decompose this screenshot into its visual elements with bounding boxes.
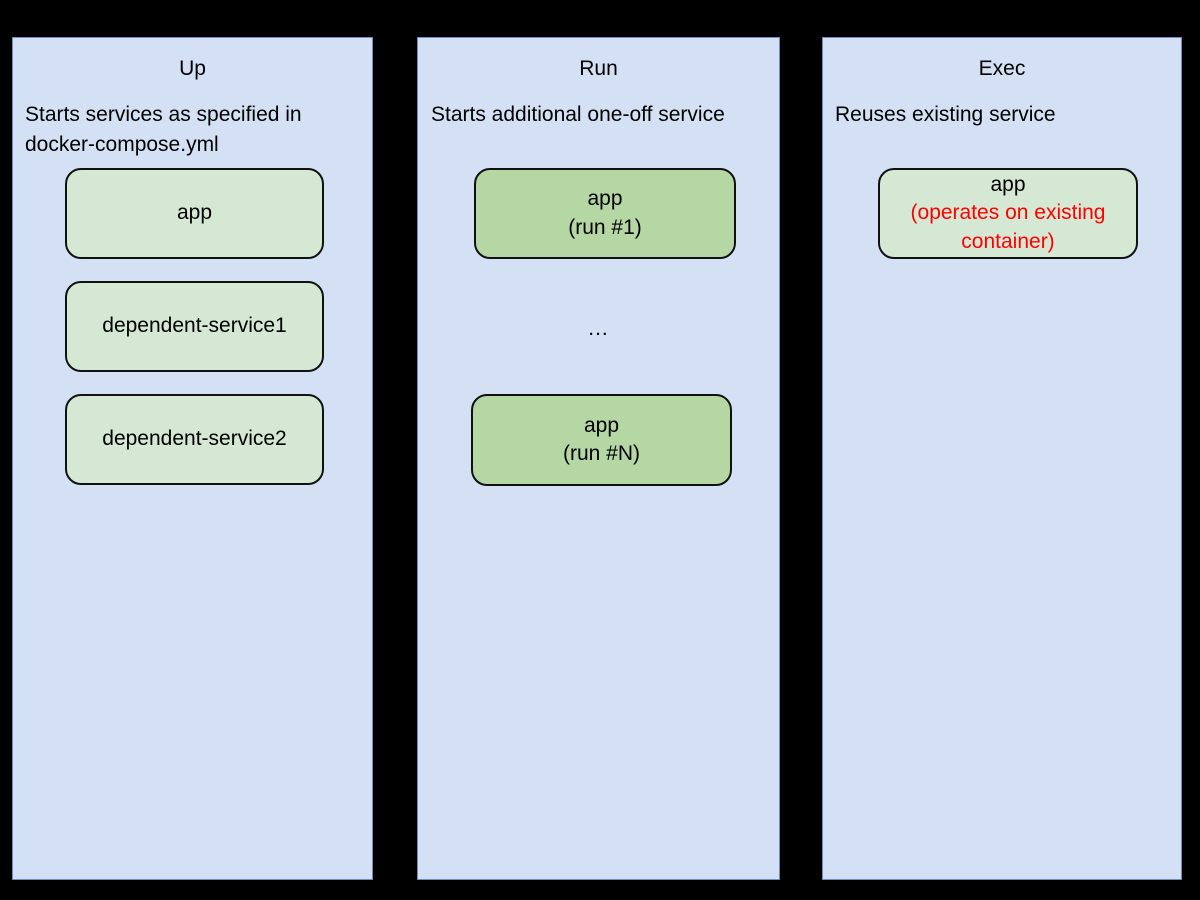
service-box-app-run-1-line-2: (run #1) (568, 215, 642, 239)
service-box-dependent-service1-label: dependent-service1 (102, 314, 287, 338)
service-box-app-run-n-line-1: app (583, 413, 620, 437)
panel-exec: Exec Reuses existing service app (operat… (822, 37, 1182, 880)
ellipsis-more-runs: ... (588, 317, 609, 340)
service-box-app-exec-line-1: app (990, 172, 1026, 196)
service-box-app-run-1-line-1: app (587, 187, 623, 211)
service-box-dependent-service2-label: dependent-service2 (102, 427, 287, 451)
service-box-app-run-n-line-2: (run #N) (562, 442, 641, 465)
panel-run-title: Run (579, 57, 618, 80)
service-box-app-run-1-labels: app (run #1) (568, 185, 642, 242)
service-box-app-run-n-labels: app (run #N) (563, 412, 640, 469)
panel-run: Run Starts additional one-off service ap… (417, 37, 780, 880)
service-box-app-run-n[interactable]: app (run #N) (471, 394, 732, 486)
panel-exec-title: Exec (978, 57, 1026, 80)
service-box-app-run-1[interactable]: app (run #1) (474, 168, 736, 259)
panel-up-title: Up (179, 57, 206, 80)
service-box-app-exec-labels: app (operates on existing container) (911, 171, 1106, 256)
service-box-app-label: app (176, 201, 213, 225)
service-box-app[interactable]: app (65, 168, 324, 259)
service-box-app-exec-line-3: container) (961, 229, 1055, 253)
service-box-app-exec[interactable]: app (operates on existing container) (878, 168, 1138, 259)
panel-exec-subtitle: Reuses existing service (835, 103, 1056, 126)
panel-run-subtitle: Starts additional one-off service (431, 103, 725, 126)
panel-up-subtitle: Starts services as specified in docker-c… (25, 103, 302, 156)
service-box-dependent-service1[interactable]: dependent-service1 (65, 281, 324, 372)
service-box-dependent-service2[interactable]: dependent-service2 (65, 394, 324, 485)
service-box-app-exec-line-2: (operates on existing (910, 201, 1106, 225)
panel-up: Up Starts services as specified in docke… (12, 37, 373, 880)
